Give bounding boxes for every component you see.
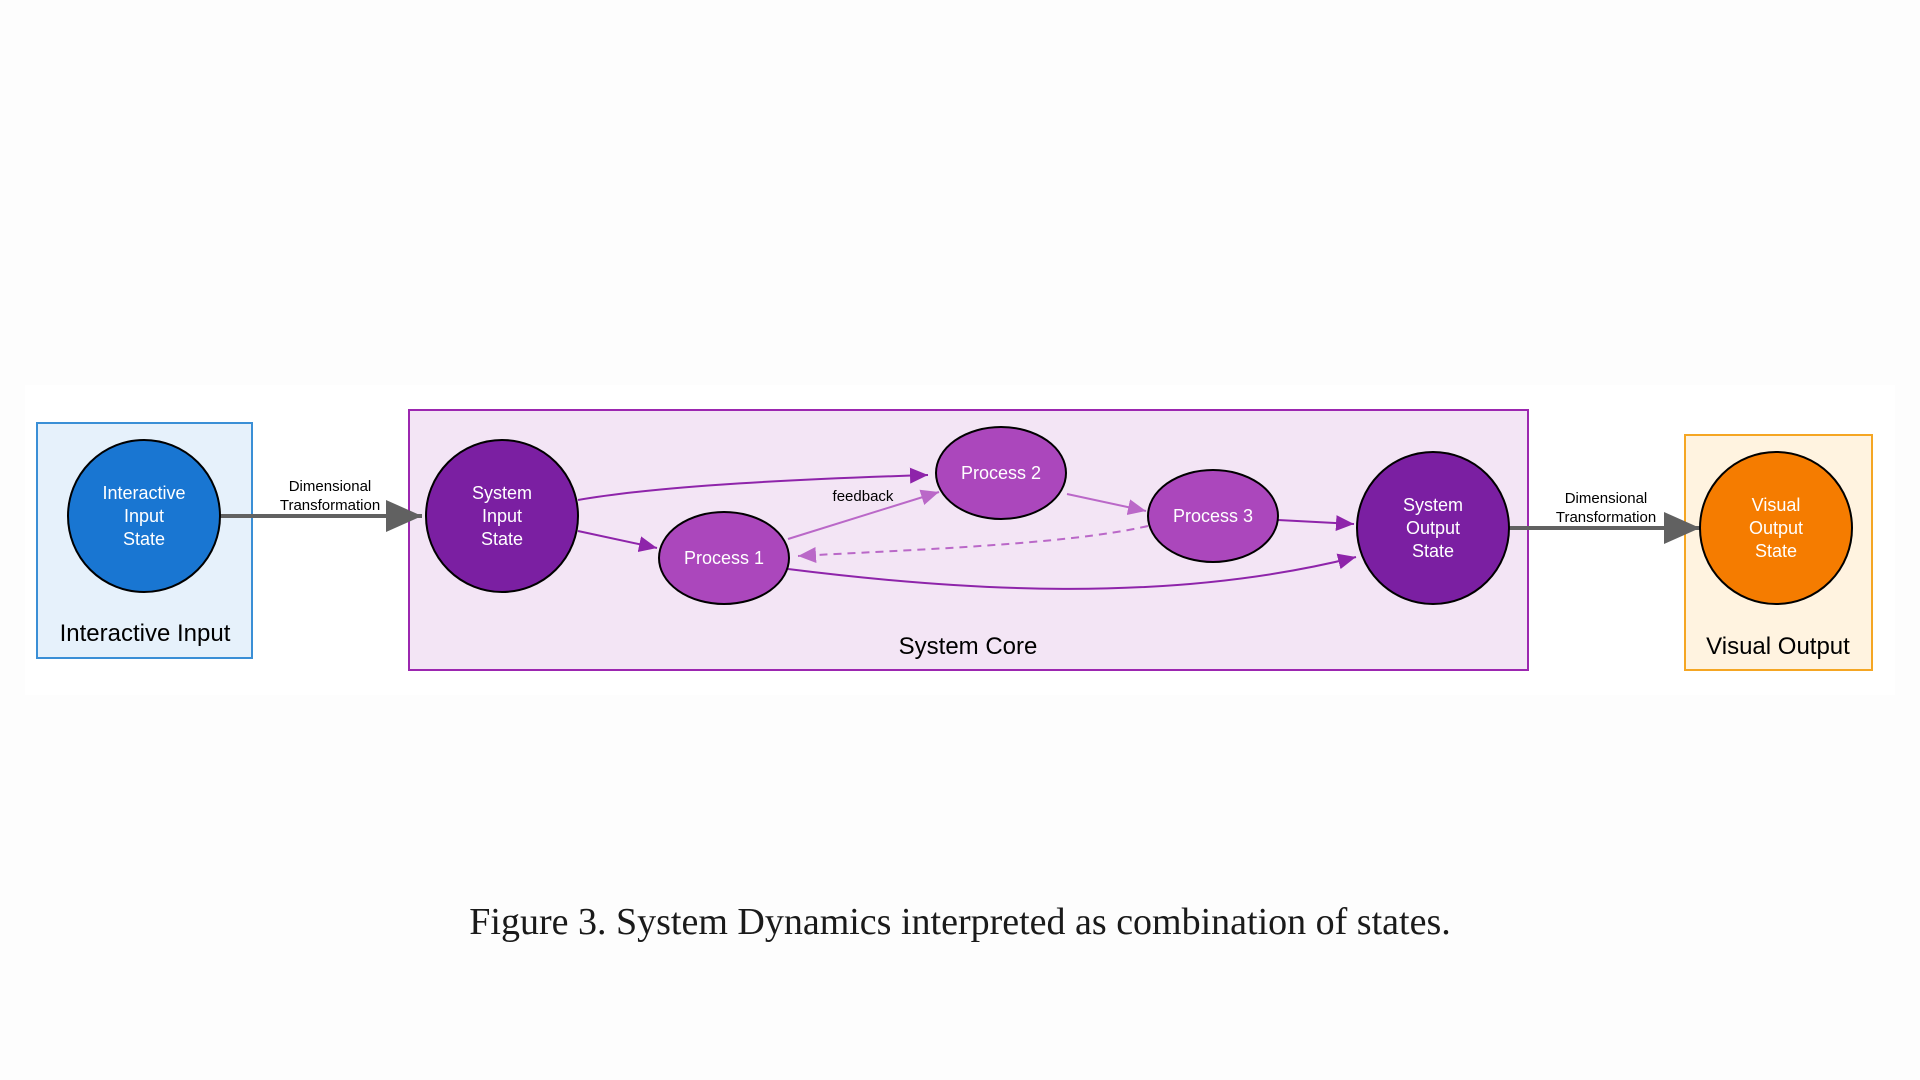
node-system-input-state-line3: State [481,529,523,549]
node-process-2-label: Process 2 [961,463,1041,483]
diagram-panel: Interactive Input System Core Visual Out… [25,385,1895,695]
cluster-visual-output-label: Visual Output [1706,633,1850,660]
node-visual-output-state-line1: Visual [1752,495,1801,515]
edge-label-input-transform-line1: Dimensional [289,478,372,495]
node-process-1: Process 1 [658,511,790,605]
edge-process-2-to-process-3 [1066,493,1147,516]
node-visual-output-state-line2: Output [1749,518,1803,538]
node-system-input-state-line1: System [472,483,532,503]
node-interactive-input-state-line1: Interactive [102,483,185,503]
figure-caption: Figure 3. System Dynamics interpreted as… [469,901,1451,943]
node-process-3: Process 3 [1147,469,1279,563]
edge-system-input-to-process-2 [577,467,929,501]
node-process-2: Process 2 [935,426,1067,520]
edge-system-input-to-process-1 [577,530,658,553]
edge-label-output-transform-line2: Transformation [1556,509,1656,526]
node-visual-output-state: Visual Output State [1699,451,1853,605]
edge-process-1-to-process-2 [787,489,940,540]
node-system-output-state-line3: State [1412,541,1454,561]
node-system-input-state-line2: Input [482,506,522,526]
node-process-3-label: Process 3 [1173,506,1253,526]
flow-diagram: Interactive Input System Core Visual Out… [36,409,1873,671]
node-system-output-state: System Output State [1356,451,1510,605]
edge-label-input-transform-line2: Transformation [280,497,380,514]
node-interactive-input-state-line3: State [123,529,165,549]
node-system-output-state-line1: System [1403,495,1463,515]
node-interactive-input-state: Interactive Input State [67,439,221,593]
cluster-interactive-input-label: Interactive Input [60,620,231,647]
node-visual-output-state-line3: State [1755,541,1797,561]
node-process-1-label: Process 1 [684,548,764,568]
edge-process-1-to-system-output [787,553,1357,590]
node-interactive-input-state-line2: Input [124,506,164,526]
cluster-system-core-label: System Core [899,633,1038,660]
node-system-input-state: System Input State [425,439,579,593]
edge-process-3-to-system-output [1277,515,1355,532]
edge-label-output-transform-line1: Dimensional [1565,490,1648,507]
node-system-output-state-line2: Output [1406,518,1460,538]
edge-label-feedback: feedback [833,488,894,505]
